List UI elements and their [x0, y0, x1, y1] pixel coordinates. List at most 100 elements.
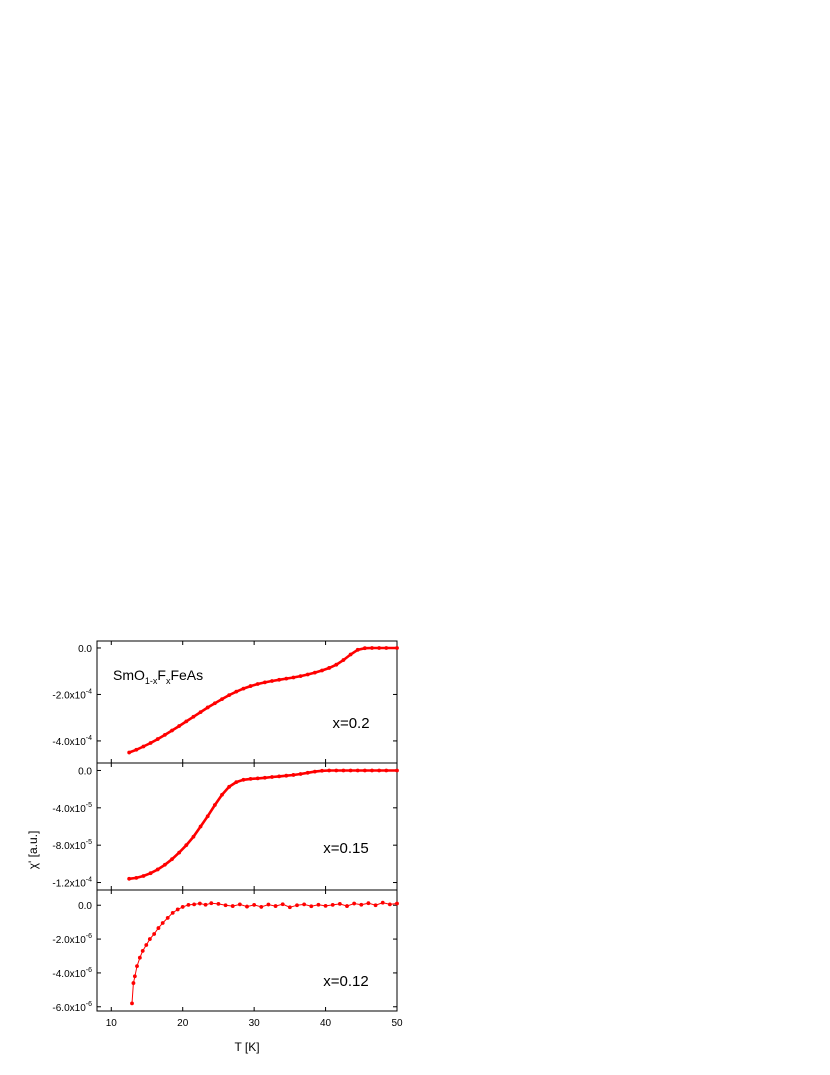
data-point — [170, 857, 174, 862]
data-point — [170, 728, 174, 733]
data-point — [198, 824, 203, 829]
y-tick-label: -6.0x10-6 — [52, 1001, 92, 1014]
data-point — [155, 867, 160, 872]
y-tick-mantissa: -2.0x10 — [52, 690, 86, 701]
y-tick-exponent: -6 — [86, 1001, 92, 1008]
data-point — [395, 901, 399, 906]
y-tick-mantissa: 0.0 — [78, 901, 92, 912]
data-point — [262, 775, 267, 780]
data-point — [186, 902, 191, 907]
data-point — [384, 768, 389, 773]
y-tick-mantissa: -1.2x10 — [52, 879, 86, 890]
data-point — [152, 932, 157, 936]
data-point — [366, 901, 371, 906]
x-axis-title: T [K] — [234, 1040, 259, 1054]
sample-formula-label: SmO1-xFxFeAs — [113, 667, 203, 686]
data-point — [287, 905, 292, 910]
data-point — [148, 741, 153, 745]
data-point — [387, 902, 392, 907]
data-point — [280, 902, 285, 907]
data-point — [320, 668, 324, 673]
data-point — [237, 902, 242, 907]
data-point — [197, 901, 202, 906]
y-tick-exponent: -6 — [86, 933, 92, 940]
data-point — [295, 903, 299, 908]
data-point — [305, 770, 310, 775]
y-tick-mantissa: -8.0x10 — [52, 841, 86, 852]
data-point — [273, 904, 278, 908]
y-tick-mantissa: -4.0x10 — [52, 737, 86, 748]
y-tick-label: 0.0 — [78, 644, 92, 655]
panel-frame — [96, 640, 398, 764]
data-point — [359, 902, 364, 907]
data-point — [141, 874, 146, 878]
y-axis-title: χ' [a.u.] — [26, 831, 40, 870]
data-point — [177, 850, 182, 855]
data-point — [241, 686, 246, 691]
data-point — [160, 921, 165, 925]
x-tick-label: 50 — [391, 1018, 403, 1029]
data-point — [212, 701, 217, 706]
data-point — [255, 776, 260, 781]
y-tick-label: 0.0 — [78, 901, 92, 912]
data-point — [255, 682, 260, 686]
data-point — [341, 658, 346, 662]
y-tick-label: -4.0x10-4 — [52, 735, 92, 748]
data-line — [131, 902, 398, 1004]
data-point — [270, 679, 274, 683]
panel-annotation: x=0.12 — [323, 973, 368, 990]
panel-2: 0.0-4.0x10-5-8.0x10-5-1.2x10-4x=0.15 — [52, 762, 399, 891]
formula-mid: F — [157, 667, 166, 683]
y-tick-label: -8.0x10-5 — [52, 839, 92, 852]
data-point — [291, 675, 296, 680]
data-point — [220, 697, 224, 701]
data-point — [312, 769, 317, 774]
data-point — [362, 646, 367, 651]
data-point — [234, 780, 239, 785]
data-point — [131, 981, 136, 985]
data-point — [262, 680, 267, 685]
data-point — [212, 803, 217, 807]
data-point — [245, 904, 249, 909]
data-point — [266, 902, 271, 907]
panels-layer: 0.0-2.0x10-4-4.0x10-4x=0.20.0-4.0x10-5-8… — [52, 640, 403, 1029]
data-point — [377, 646, 382, 650]
y-tick-exponent: -6 — [86, 967, 92, 974]
data-point — [191, 834, 196, 839]
data-point — [327, 666, 332, 670]
data-point — [395, 768, 399, 773]
data-point — [132, 974, 137, 979]
data-point — [134, 875, 139, 880]
data-point — [209, 901, 214, 906]
data-point — [230, 904, 235, 908]
data-point — [191, 714, 196, 719]
data-point — [137, 955, 142, 960]
panel-annotation: x=0.2 — [332, 715, 369, 732]
data-point — [220, 792, 224, 797]
data-point — [320, 768, 324, 773]
data-point — [144, 943, 149, 947]
data-point — [362, 768, 367, 773]
data-point — [147, 937, 152, 941]
data-point — [377, 768, 382, 773]
data-point — [192, 902, 197, 907]
data-point — [316, 902, 321, 907]
data-point — [370, 646, 374, 650]
data-line — [128, 646, 397, 754]
data-point — [348, 768, 353, 773]
x-tick-label: 40 — [320, 1018, 332, 1029]
panel-frame — [96, 889, 398, 1012]
data-point — [162, 862, 167, 867]
data-point — [234, 689, 239, 694]
data-point — [155, 737, 160, 741]
data-point — [309, 904, 314, 909]
y-tick-exponent: -4 — [86, 688, 92, 695]
data-point — [330, 902, 335, 907]
y-tick-label: 0.0 — [78, 766, 92, 777]
data-point — [355, 647, 360, 652]
y-tick-mantissa: -4.0x10 — [52, 804, 86, 815]
data-point — [355, 768, 360, 773]
formula-sub-2: x — [166, 676, 171, 686]
data-point — [334, 768, 339, 773]
